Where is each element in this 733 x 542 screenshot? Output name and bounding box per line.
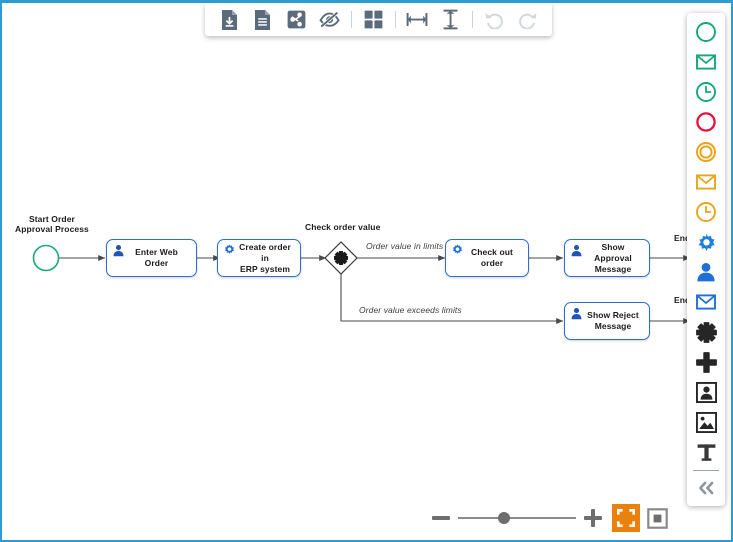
palette-item-parallel-gateway[interactable] (687, 347, 725, 377)
shape-palette (687, 13, 725, 506)
service-task-icon (452, 244, 463, 254)
task-label: Show Reject Message (569, 310, 645, 332)
image-icon (695, 411, 717, 433)
gateway-label: Check order value (305, 222, 381, 232)
palette-item-timer-intermediate-event[interactable] (687, 197, 725, 227)
zoom-slider-handle[interactable] (498, 512, 510, 524)
task-label: Check out order (471, 247, 513, 268)
palette-item-end-event[interactable] (687, 107, 725, 137)
palette-item-start-event[interactable] (687, 17, 725, 47)
message-task-icon (696, 294, 716, 310)
redo-icon[interactable] (511, 5, 544, 35)
task-show-approval-message[interactable]: Show Approval Message (564, 239, 650, 277)
task-enter-web-order[interactable]: Enter Web Order (106, 239, 197, 277)
task-label-line1: Show Reject (587, 310, 639, 320)
start-event-label-line2: Approval Process (15, 224, 89, 234)
flow-label-exceeds-limits: Order value exceeds limits (359, 305, 462, 315)
palette-divider (693, 470, 719, 471)
gateway-node[interactable] (324, 241, 358, 275)
palette-item-message-task[interactable] (687, 287, 725, 317)
zoom-slider[interactable] (458, 511, 576, 525)
palette-item-text[interactable] (687, 437, 725, 467)
download-file-icon[interactable] (213, 5, 246, 35)
end-event-icon (696, 112, 716, 132)
distribute-horizontal-icon[interactable] (401, 5, 434, 35)
pool-icon (695, 381, 717, 403)
task-label: Enter Web Order (135, 247, 178, 268)
palette-item-timer-start-event[interactable] (687, 77, 725, 107)
palette-item-message-intermediate-event[interactable] (687, 167, 725, 197)
message-start-event-icon (696, 54, 716, 70)
task-label-line2: Message (594, 321, 632, 331)
user-task-icon (697, 263, 715, 282)
palette-item-collapse[interactable] (687, 473, 725, 503)
user-task-icon (571, 245, 582, 257)
frame-icon (646, 507, 668, 529)
palette-item-image[interactable] (687, 407, 725, 437)
start-event-node[interactable] (32, 244, 60, 272)
palette-item-complex-gateway[interactable] (687, 317, 725, 347)
service-task-icon (224, 244, 235, 254)
zoom-slider-track (458, 517, 576, 519)
timer-start-event-icon (696, 82, 716, 102)
task-label-line1: Show Approval (594, 241, 632, 263)
grid-icon[interactable] (357, 5, 390, 35)
user-task-icon (571, 308, 582, 320)
undo-icon[interactable] (478, 5, 511, 35)
task-label-line2: Message (594, 263, 632, 274)
toolbar-divider (394, 11, 396, 28)
toolbar-divider (351, 11, 353, 28)
text-icon (697, 443, 715, 461)
task-label-line1: Create order in (239, 241, 291, 263)
zoom-controls (432, 502, 668, 534)
fullscreen-icon (617, 509, 635, 527)
diagram-canvas[interactable]: Start Order Approval Process Check order… (2, 3, 731, 540)
task-create-order-erp[interactable]: Create order in ERP system (217, 239, 301, 277)
flow-label-in-limits: Order value in limits (366, 241, 444, 251)
task-check-out-order[interactable]: Check out order (445, 239, 529, 277)
intermediate-event-icon (696, 142, 716, 162)
complex-gateway-icon (695, 321, 717, 343)
fit-to-screen-button[interactable] (612, 504, 640, 532)
palette-item-user-task[interactable] (687, 257, 725, 287)
user-task-icon (113, 245, 124, 257)
actual-size-button[interactable] (646, 507, 668, 529)
palette-item-pool[interactable] (687, 377, 725, 407)
task-label: Show Approval Message (565, 242, 649, 275)
top-toolbar (205, 3, 552, 36)
start-event-label-line1: Start Order (28, 214, 75, 224)
toolbar-divider (471, 11, 473, 28)
task-label: Create order in ERP system (218, 242, 300, 275)
timer-intermediate-event-icon (696, 202, 716, 222)
task-label-line2: ERP system (240, 263, 290, 274)
message-intermediate-event-icon (696, 174, 716, 190)
hide-eye-icon[interactable] (314, 5, 347, 35)
palette-item-intermediate-event[interactable] (687, 137, 725, 167)
zoom-out-button[interactable] (432, 516, 450, 520)
start-event-icon (696, 22, 716, 42)
collapse-palette-icon (699, 481, 714, 495)
palette-item-message-start-event[interactable] (687, 47, 725, 77)
service-task-icon (697, 233, 715, 251)
zoom-in-button[interactable] (584, 509, 602, 527)
palette-item-service-task[interactable] (687, 227, 725, 257)
parallel-gateway-icon (695, 351, 717, 373)
start-event-label: Start Order Approval Process (15, 214, 89, 234)
distribute-vertical-icon[interactable] (434, 5, 467, 35)
document-icon[interactable] (247, 5, 280, 35)
share-icon[interactable] (280, 5, 313, 35)
task-show-reject-message[interactable]: Show Reject Message (564, 302, 650, 340)
